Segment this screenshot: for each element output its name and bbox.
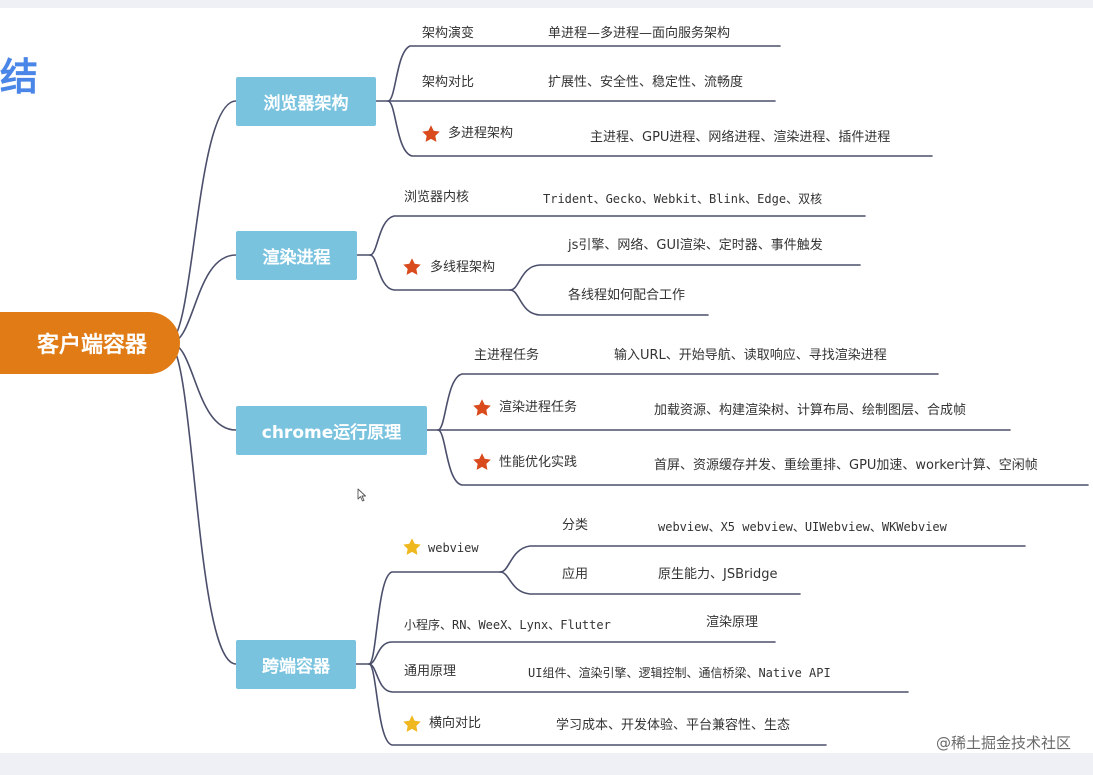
leaf-label: 分类 (562, 518, 589, 533)
leaf-detail: Trident、Gecko、Webkit、Blink、Edge、双核 (543, 192, 823, 206)
leaf-detail: js引擎、网络、GUI渲染、定时器、事件触发 (568, 238, 823, 253)
root-node: 客户端容器 (0, 312, 180, 374)
slide-heading-fragment: 结 (0, 55, 39, 99)
leaf-detail: 加载资源、构建渲染树、计算布局、绘制图层、合成帧 (654, 403, 967, 418)
leaf-label: 主进程任务 (474, 348, 540, 363)
leaf-label: 横向对比 (429, 716, 482, 731)
star-icon-red (421, 124, 441, 144)
leaf-label: 渲染进程任务 (499, 400, 578, 415)
leaf-detail: 主进程、GPU进程、网络进程、渲染进程、插件进程 (590, 130, 891, 145)
leaf-detail: 渲染原理 (706, 615, 759, 630)
branch-cross-platform: 跨端容器 (236, 640, 356, 689)
branch-render-process: 渲染进程 (236, 231, 357, 280)
leaf-label: 通用原理 (404, 664, 457, 679)
star-icon-gold (402, 714, 422, 734)
leaf-label: 应用 (562, 567, 589, 582)
leaf-detail: 原生能力、JSBridge (658, 567, 778, 582)
branch-browser-architecture: 浏览器架构 (236, 77, 376, 126)
star-icon-red (402, 257, 422, 277)
leaf-label: 多进程架构 (448, 126, 514, 141)
leaf-label: webview (428, 541, 479, 555)
leaf-label: 架构演变 (422, 26, 475, 41)
leaf-label: 小程序、RN、WeeX、Lynx、Flutter (404, 618, 611, 632)
leaf-detail: 首屏、资源缓存并发、重绘重排、GPU加速、worker计算、空闲帧 (654, 458, 1038, 473)
leaf-detail: 学习成本、开发体验、平台兼容性、生态 (556, 718, 791, 733)
leaf-label: 浏览器内核 (404, 190, 470, 205)
leaf-label: 架构对比 (422, 75, 475, 90)
star-icon-red (472, 452, 492, 472)
star-icon-red (472, 398, 492, 418)
watermark: @稀土掘金技术社区 (935, 734, 1071, 752)
mouse-cursor-icon (357, 488, 366, 502)
leaf-label: 性能优化实践 (499, 455, 578, 470)
leaf-detail: 输入URL、开始导航、读取响应、寻找渲染进程 (614, 348, 887, 363)
branch-chrome-principles: chrome运行原理 (236, 406, 427, 455)
leaf-detail: 单进程—多进程—面向服务架构 (548, 26, 731, 41)
leaf-detail: UI组件、渲染引擎、逻辑控制、通信桥梁、Native API (528, 666, 831, 680)
leaf-label: 多线程架构 (430, 260, 496, 275)
star-icon-gold (402, 537, 422, 557)
leaf-detail: webview、X5 webview、UIWebview、WKWebview (658, 520, 947, 534)
leaf-detail: 各线程如何配合工作 (568, 288, 686, 303)
leaf-detail: 扩展性、安全性、稳定性、流畅度 (548, 75, 744, 90)
